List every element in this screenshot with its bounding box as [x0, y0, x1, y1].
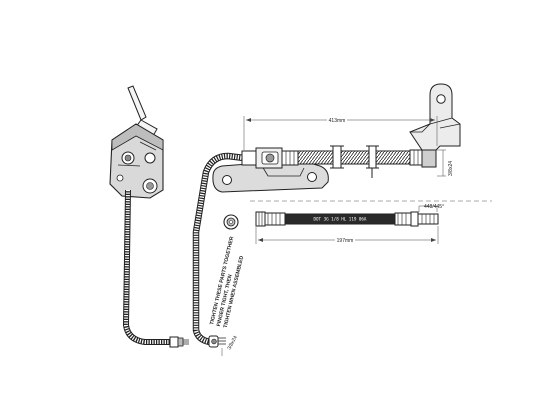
- upper-length-label: 413mm: [329, 118, 346, 124]
- washer: [223, 214, 239, 230]
- left-bracket: [109, 85, 164, 199]
- lower-fitting-label: 448/445°: [424, 204, 444, 210]
- assembly-note: TIGHTEN THESE PARTS TOGETHER FINGER TIGH…: [209, 236, 245, 329]
- lower-straight-hose: DOT 3G 1/8 HL 119 06A: [250, 200, 492, 227]
- hose-print: DOT 3G 1/8 HL 119 06A: [314, 217, 367, 222]
- upper-left-fitting: [241, 147, 299, 169]
- central-braided-hose: [192, 152, 245, 348]
- upper-length-dim: 413mm: [243, 116, 438, 150]
- upper-fitting-label: 3/8x24: [448, 161, 454, 176]
- upper-right-fitting: [409, 83, 461, 168]
- lower-length-label: 197mm: [337, 238, 354, 244]
- lower-fitting-dim: 448/445°: [418, 204, 444, 212]
- upper-fitting-dim: 3/8x24: [437, 149, 454, 177]
- upper-braided-hose: [297, 145, 411, 178]
- left-braided-hose: [123, 189, 189, 348]
- upper-mount-plate: [212, 159, 329, 193]
- bottom-fitting-label: 3/8x24: [226, 335, 238, 351]
- lower-length-dim: 197mm: [255, 226, 439, 244]
